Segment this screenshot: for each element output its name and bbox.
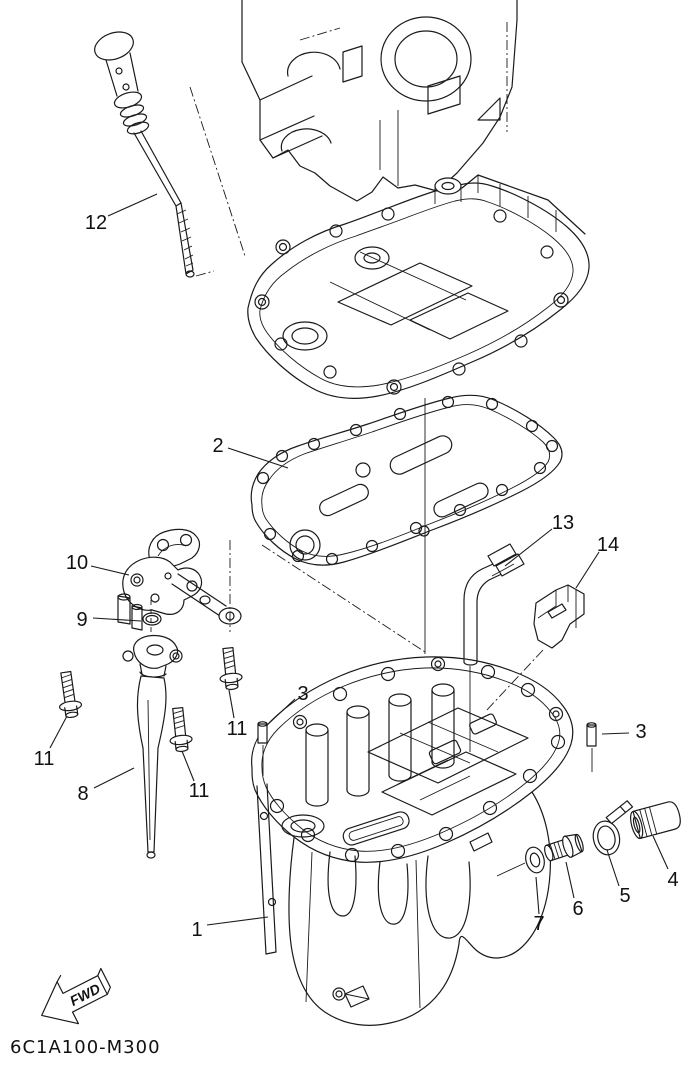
callout-leader-4 (652, 835, 669, 870)
oil-pan-standoffs (305, 683, 455, 807)
callout-leader-10 (90, 565, 130, 576)
dowel-pin-left (257, 721, 268, 776)
callout-6: 6 (572, 898, 583, 920)
callout-leader-3 (601, 732, 630, 735)
callout-5: 5 (619, 885, 630, 907)
projection-line-gasket (261, 544, 426, 653)
o-ring (142, 612, 162, 626)
bolt-11-left (59, 670, 83, 719)
callout-leader-14 (575, 551, 600, 589)
upper-oil-pan (247, 174, 590, 399)
callout-9: 9 (76, 609, 87, 631)
callout-11: 11 (189, 780, 210, 802)
callout-3: 3 (297, 683, 308, 705)
callout-2: 2 (212, 435, 223, 457)
callout-12: 12 (85, 212, 107, 234)
fwd-arrow: FWD (41, 967, 111, 1025)
callout-1: 1 (191, 919, 202, 941)
engine-block (241, 0, 518, 202)
callout-leader-5 (606, 849, 620, 887)
washer (496, 846, 545, 877)
dowel-pin-right (586, 722, 597, 772)
callout-8: 8 (77, 783, 88, 805)
part-code-label: 6C1A100-M300 (10, 1037, 161, 1058)
hose-holder (533, 584, 585, 649)
callout-14: 14 (597, 534, 619, 556)
callout-10: 10 (66, 552, 88, 574)
callout-leader-11 (181, 750, 195, 782)
bolt-11-right (219, 646, 243, 691)
callout-13: 13 (552, 512, 574, 534)
oil-pan-bolt-bosses (269, 656, 566, 863)
callout-leader-3 (265, 698, 296, 727)
gasket-bolt-holes (256, 395, 559, 566)
projection-line-dipstick-end (195, 270, 215, 277)
projection-line-dipstick (189, 86, 246, 257)
bolt-11-middle (169, 706, 193, 753)
hose-fitting (630, 801, 681, 840)
upper-pan-bolt-bosses (254, 207, 569, 395)
callout-3: 3 (635, 721, 646, 743)
callout-leader-9 (92, 617, 142, 622)
callout-leader-1 (206, 916, 269, 926)
projection-line-holder (484, 649, 544, 713)
oil-strainer (122, 634, 183, 859)
oil-pan-gasket (250, 394, 563, 566)
callout-leader-11 (49, 715, 68, 749)
callout-leader-7 (535, 876, 540, 915)
hose-clamp (592, 800, 634, 856)
dipstick (94, 31, 195, 278)
breather-hose (463, 543, 525, 666)
callout-leader-6 (565, 861, 575, 899)
callout-leader-8 (93, 767, 135, 789)
oil-pan (251, 656, 574, 1026)
callout-11: 11 (227, 718, 248, 740)
callout-11: 11 (34, 748, 55, 770)
callout-leader-12 (107, 193, 158, 217)
callout-4: 4 (667, 869, 678, 891)
callout-leader-11 (228, 689, 235, 719)
oil-pump-assembly (117, 528, 242, 631)
callout-leader-13 (504, 528, 553, 567)
callout-leader-2 (227, 447, 289, 469)
callout-7: 7 (533, 913, 544, 935)
drain-bolt (544, 833, 584, 862)
